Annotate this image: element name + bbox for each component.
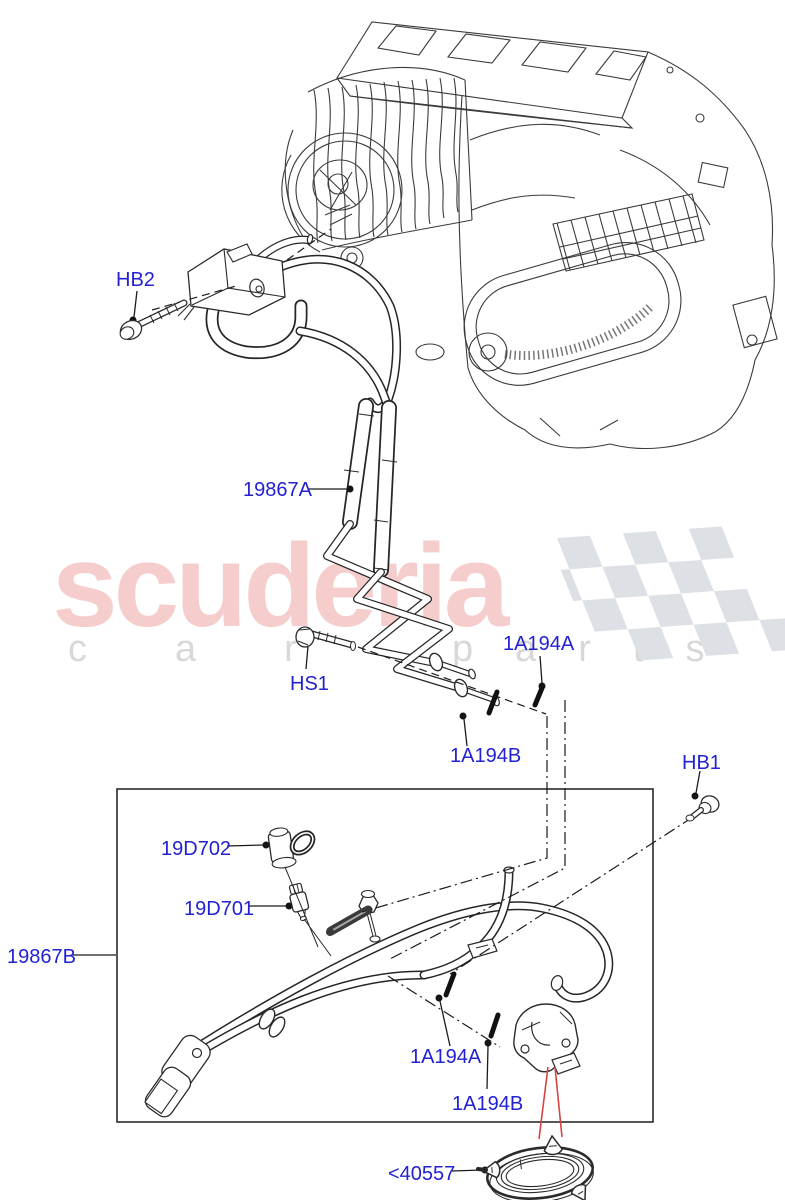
bolt-hb2-icon — [119, 299, 188, 341]
checkered-flag — [557, 526, 785, 661]
red-locator-arrows — [538, 1066, 563, 1140]
pipe-assembly-upper — [177, 233, 500, 707]
part-label-hb2: HB2 — [116, 269, 155, 291]
part-label-1a194a-lower: 1A194A — [410, 1046, 482, 1068]
gasket-drawing — [476, 1134, 594, 1200]
part-label-19d702: 19D702 — [161, 838, 232, 860]
part-label-1a194b-lower: 1A194B — [452, 1093, 524, 1115]
part-label-19867b: 19867B — [7, 946, 76, 968]
part-label-19867a: 19867A — [243, 479, 312, 501]
watermark-word-car: car — [68, 628, 385, 670]
detail-box-outline — [116, 788, 654, 1123]
bolt-hs1-icon — [295, 626, 356, 651]
o-ring-pins — [443, 685, 545, 1039]
part-label-19d701: 19D701 — [184, 898, 255, 920]
watermark-brand: scuderia — [52, 520, 509, 652]
part-label-1a194a-upper: 1A194A — [503, 633, 575, 655]
part-label-40557: <40557 — [388, 1163, 456, 1185]
part-label-hb1: HB1 — [682, 752, 721, 774]
part-label-1a194b-upper: 1A194B — [450, 745, 522, 767]
pipe-assembly-box — [144, 827, 609, 1118]
leader-lines — [72, 228, 720, 1174]
bolt-hb1-icon — [685, 795, 720, 822]
part-label-hs1: HS1 — [290, 673, 329, 695]
hvac-unit-drawing — [281, 21, 778, 450]
